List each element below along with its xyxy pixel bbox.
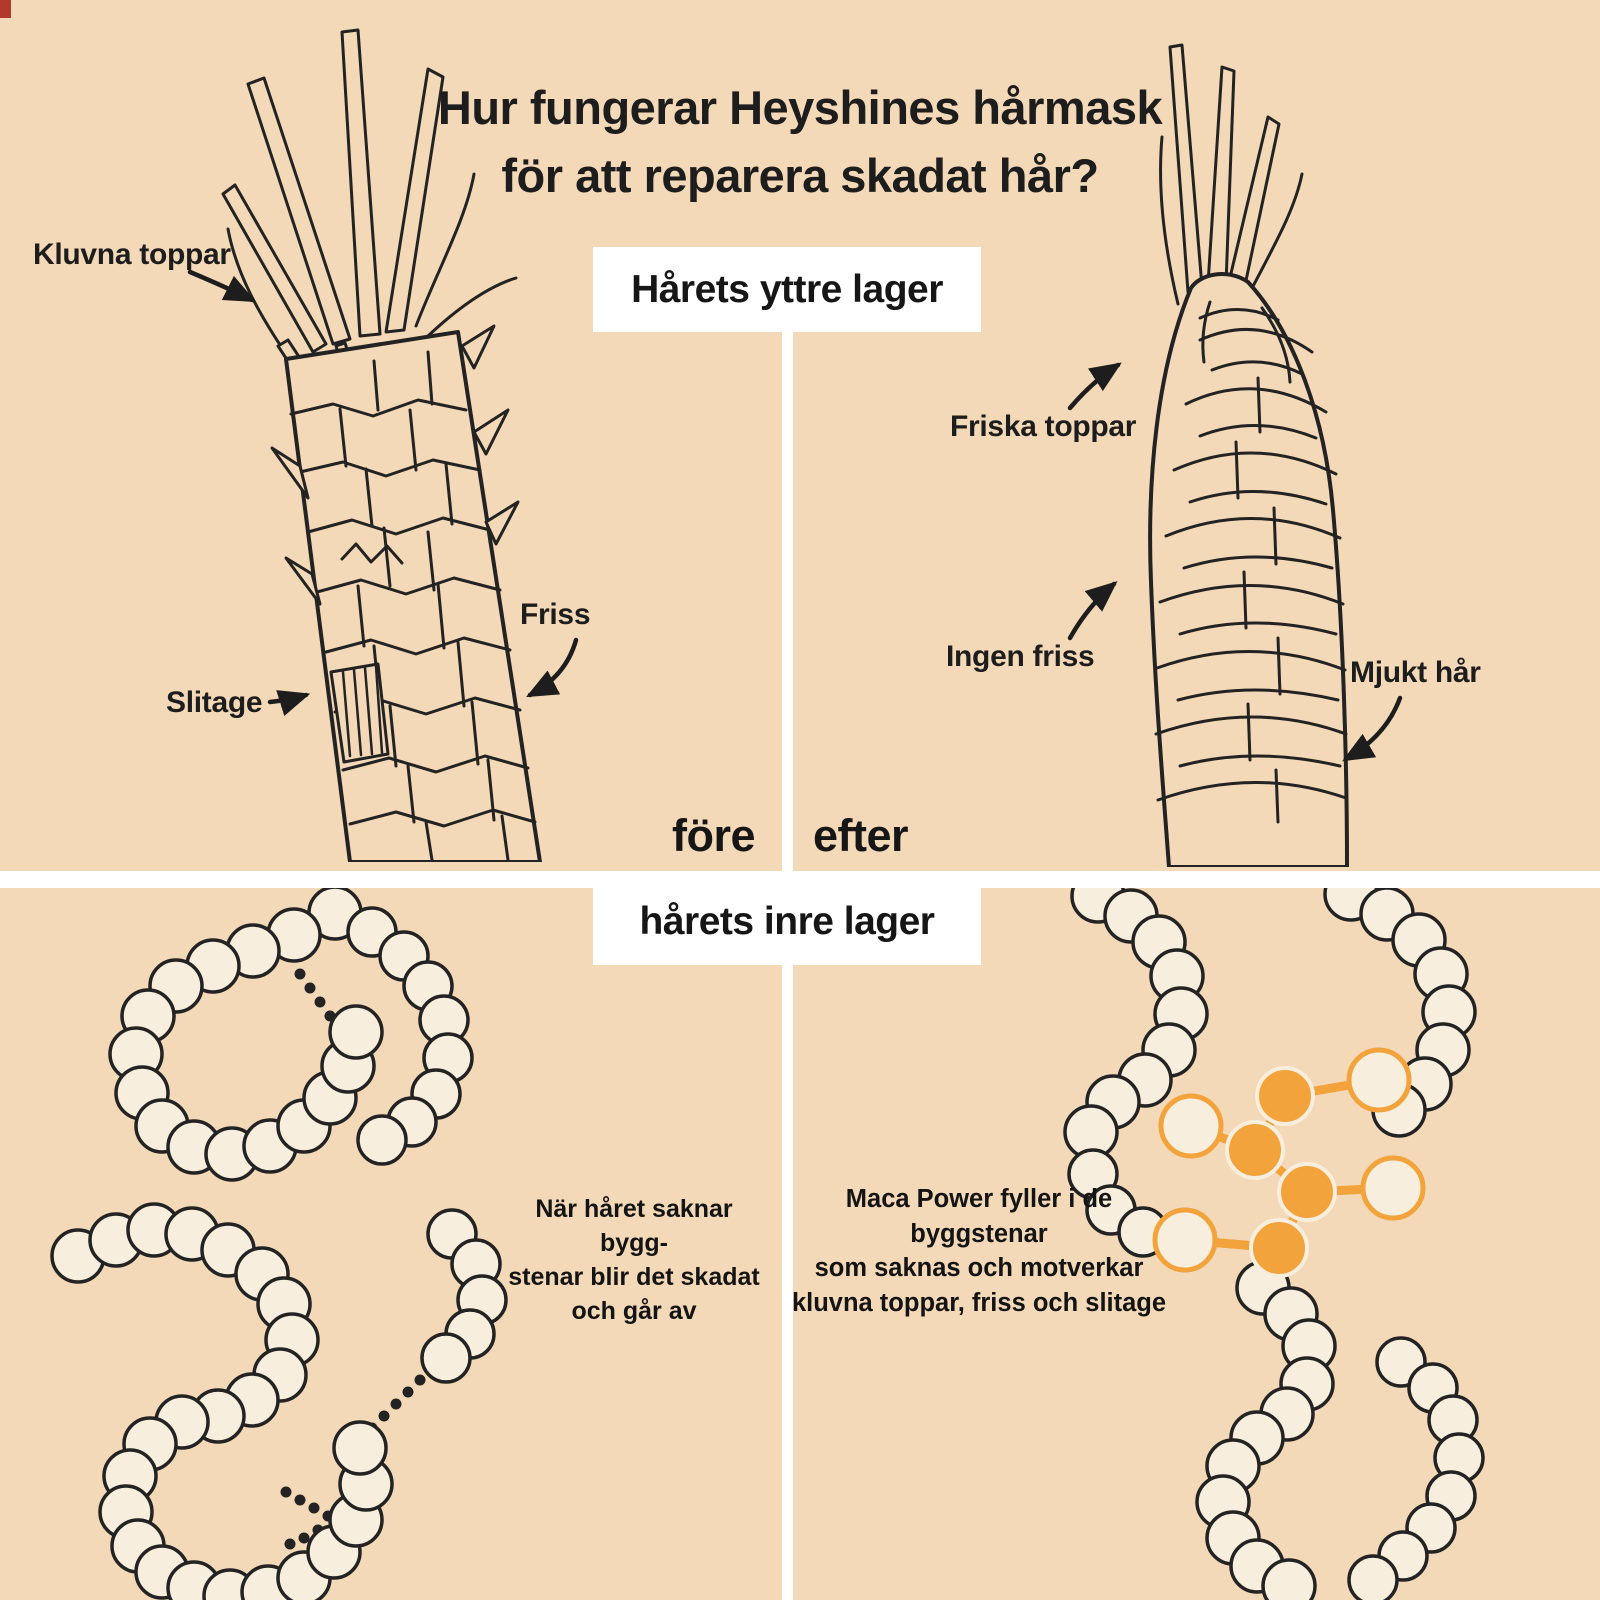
repaired-caption-line-3: kluvna toppar, friss och slitage <box>791 1289 1167 1318</box>
vertical-divider <box>782 330 793 1600</box>
damaged-shaft <box>270 324 542 862</box>
wear-label: Slitage <box>166 686 263 719</box>
damaged-caption: När håret saknar bygg- stenar blir det s… <box>498 1192 770 1328</box>
healthy-hair-illustration <box>1148 43 1349 867</box>
repaired-caption-line-1: Maca Power fyller i de byggstenar <box>845 1185 1113 1248</box>
damaged-caption-line-1: När håret saknar bygg- <box>535 1195 733 1257</box>
wear-patch <box>329 662 390 764</box>
after-label: efter <box>813 810 909 861</box>
split-ends-label: Kluvna toppar <box>33 238 231 271</box>
outer-layer-panel: Hårets yttre lager <box>593 247 981 332</box>
repaired-caption-line-2: som saknas och motverkar <box>814 1254 1144 1283</box>
inner-layer-panel: hårets inre lager <box>593 879 981 965</box>
page-title: Hur fungerar Heyshines hårmask för att r… <box>200 74 1400 210</box>
damaged-caption-line-3: och går av <box>571 1297 697 1325</box>
outer-layer-label: Hårets yttre lager <box>631 267 943 311</box>
title-line-1: Hur fungerar Heyshines hårmask <box>437 81 1163 134</box>
chain-beads <box>1063 888 1485 1600</box>
repaired-caption: Maca Power fyller i de byggstenar som sa… <box>788 1182 1170 1321</box>
healthy-shaft <box>1148 272 1349 867</box>
before-label: före <box>671 810 756 861</box>
damaged-protein-chain-illustration <box>50 888 508 1600</box>
inner-layer-label: hårets inre lager <box>639 900 935 943</box>
damaged-caption-line-2: stenar blir det skadat <box>508 1263 760 1291</box>
healthy-tip <box>1159 43 1304 306</box>
corner-mark <box>0 0 11 18</box>
damaged-hair-illustration <box>221 28 542 862</box>
frizz-label: Friss <box>520 598 591 631</box>
no-frizz-label: Ingen friss <box>946 640 1095 673</box>
chain-beads <box>50 888 508 1600</box>
soft-hair-label: Mjukt hår <box>1350 656 1481 689</box>
repaired-protein-chain-illustration <box>1063 888 1485 1600</box>
title-line-2: för att reparera skadat hår? <box>501 149 1099 203</box>
healthy-ends-label: Friska toppar <box>950 410 1137 443</box>
